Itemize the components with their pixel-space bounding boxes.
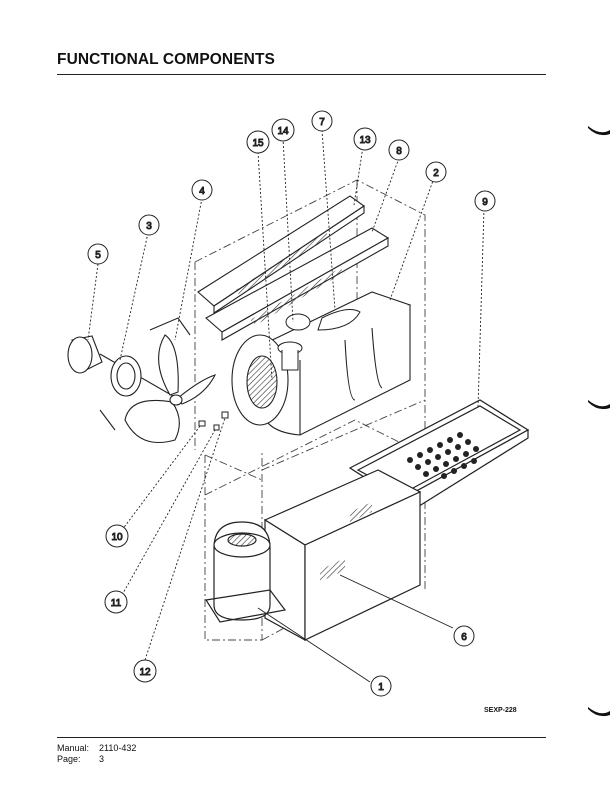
page-value: 3 (99, 754, 105, 764)
callout-15: 15 (246, 130, 270, 154)
callout-4: 4 (191, 179, 213, 201)
leader-lines-solid (257, 574, 454, 683)
footer-rule (57, 737, 546, 738)
filter-lower (205, 227, 390, 341)
svg-text:1: 1 (378, 682, 384, 693)
callout-10: 10 (105, 524, 129, 548)
footer-manual: Manual: 2110-432 (57, 743, 136, 754)
callout-3: 3 (138, 214, 160, 236)
svg-text:7: 7 (319, 117, 325, 128)
svg-text:14: 14 (277, 126, 289, 137)
binder-mark-top (588, 126, 610, 136)
page-title: FUNCTIONAL COMPONENTS (57, 51, 275, 68)
callout-7: 7 (311, 110, 333, 132)
svg-text:6: 6 (461, 632, 467, 643)
manual-value: 2110-432 (99, 743, 137, 753)
svg-text:8: 8 (396, 146, 402, 157)
svg-text:11: 11 (111, 598, 122, 609)
callout-2: 2 (425, 161, 447, 183)
fan-blade (99, 317, 217, 444)
footer-page: Page: 3 (57, 754, 136, 765)
svg-text:10: 10 (111, 532, 123, 543)
manual-label: Manual: (57, 743, 90, 753)
capacitor (277, 309, 361, 371)
svg-text:3: 3 (146, 221, 152, 232)
fan-shroud (110, 355, 142, 397)
filter-upper (197, 195, 365, 315)
callout-11: 11 (104, 590, 128, 614)
condenser-coil (263, 469, 422, 642)
svg-text:4: 4 (199, 186, 205, 197)
callout-9: 9 (474, 190, 496, 212)
callout-12: 12 (133, 659, 157, 683)
compressor (205, 521, 287, 623)
figure-code: SEXP-228 (484, 707, 517, 714)
callout-8: 8 (388, 139, 410, 161)
binder-mark-bottom (588, 707, 610, 717)
svg-text:12: 12 (139, 667, 151, 678)
header-rule (57, 74, 546, 75)
callouts: 1 2 3 4 5 6 7 8 9 10 11 12 13 14 15 (87, 110, 496, 697)
blower-housing (231, 291, 412, 436)
svg-text:2: 2 (433, 168, 439, 179)
indoor-coil (348, 399, 530, 520)
svg-text:5: 5 (95, 250, 101, 261)
svg-text:15: 15 (252, 138, 264, 149)
binder-mark-middle (588, 400, 610, 410)
callout-6: 6 (453, 625, 475, 647)
leader-lines (87, 129, 485, 661)
callout-5: 5 (87, 243, 109, 265)
svg-text:9: 9 (482, 197, 488, 208)
callout-14: 14 (271, 118, 295, 142)
svg-text:13: 13 (359, 135, 371, 146)
callout-1: 1 (370, 675, 392, 697)
fasteners (198, 411, 229, 431)
fan-motor (67, 335, 181, 401)
page-label: Page: (57, 754, 81, 764)
page-footer: Manual: 2110-432 Page: 3 (57, 743, 136, 765)
callout-13: 13 (353, 127, 377, 151)
